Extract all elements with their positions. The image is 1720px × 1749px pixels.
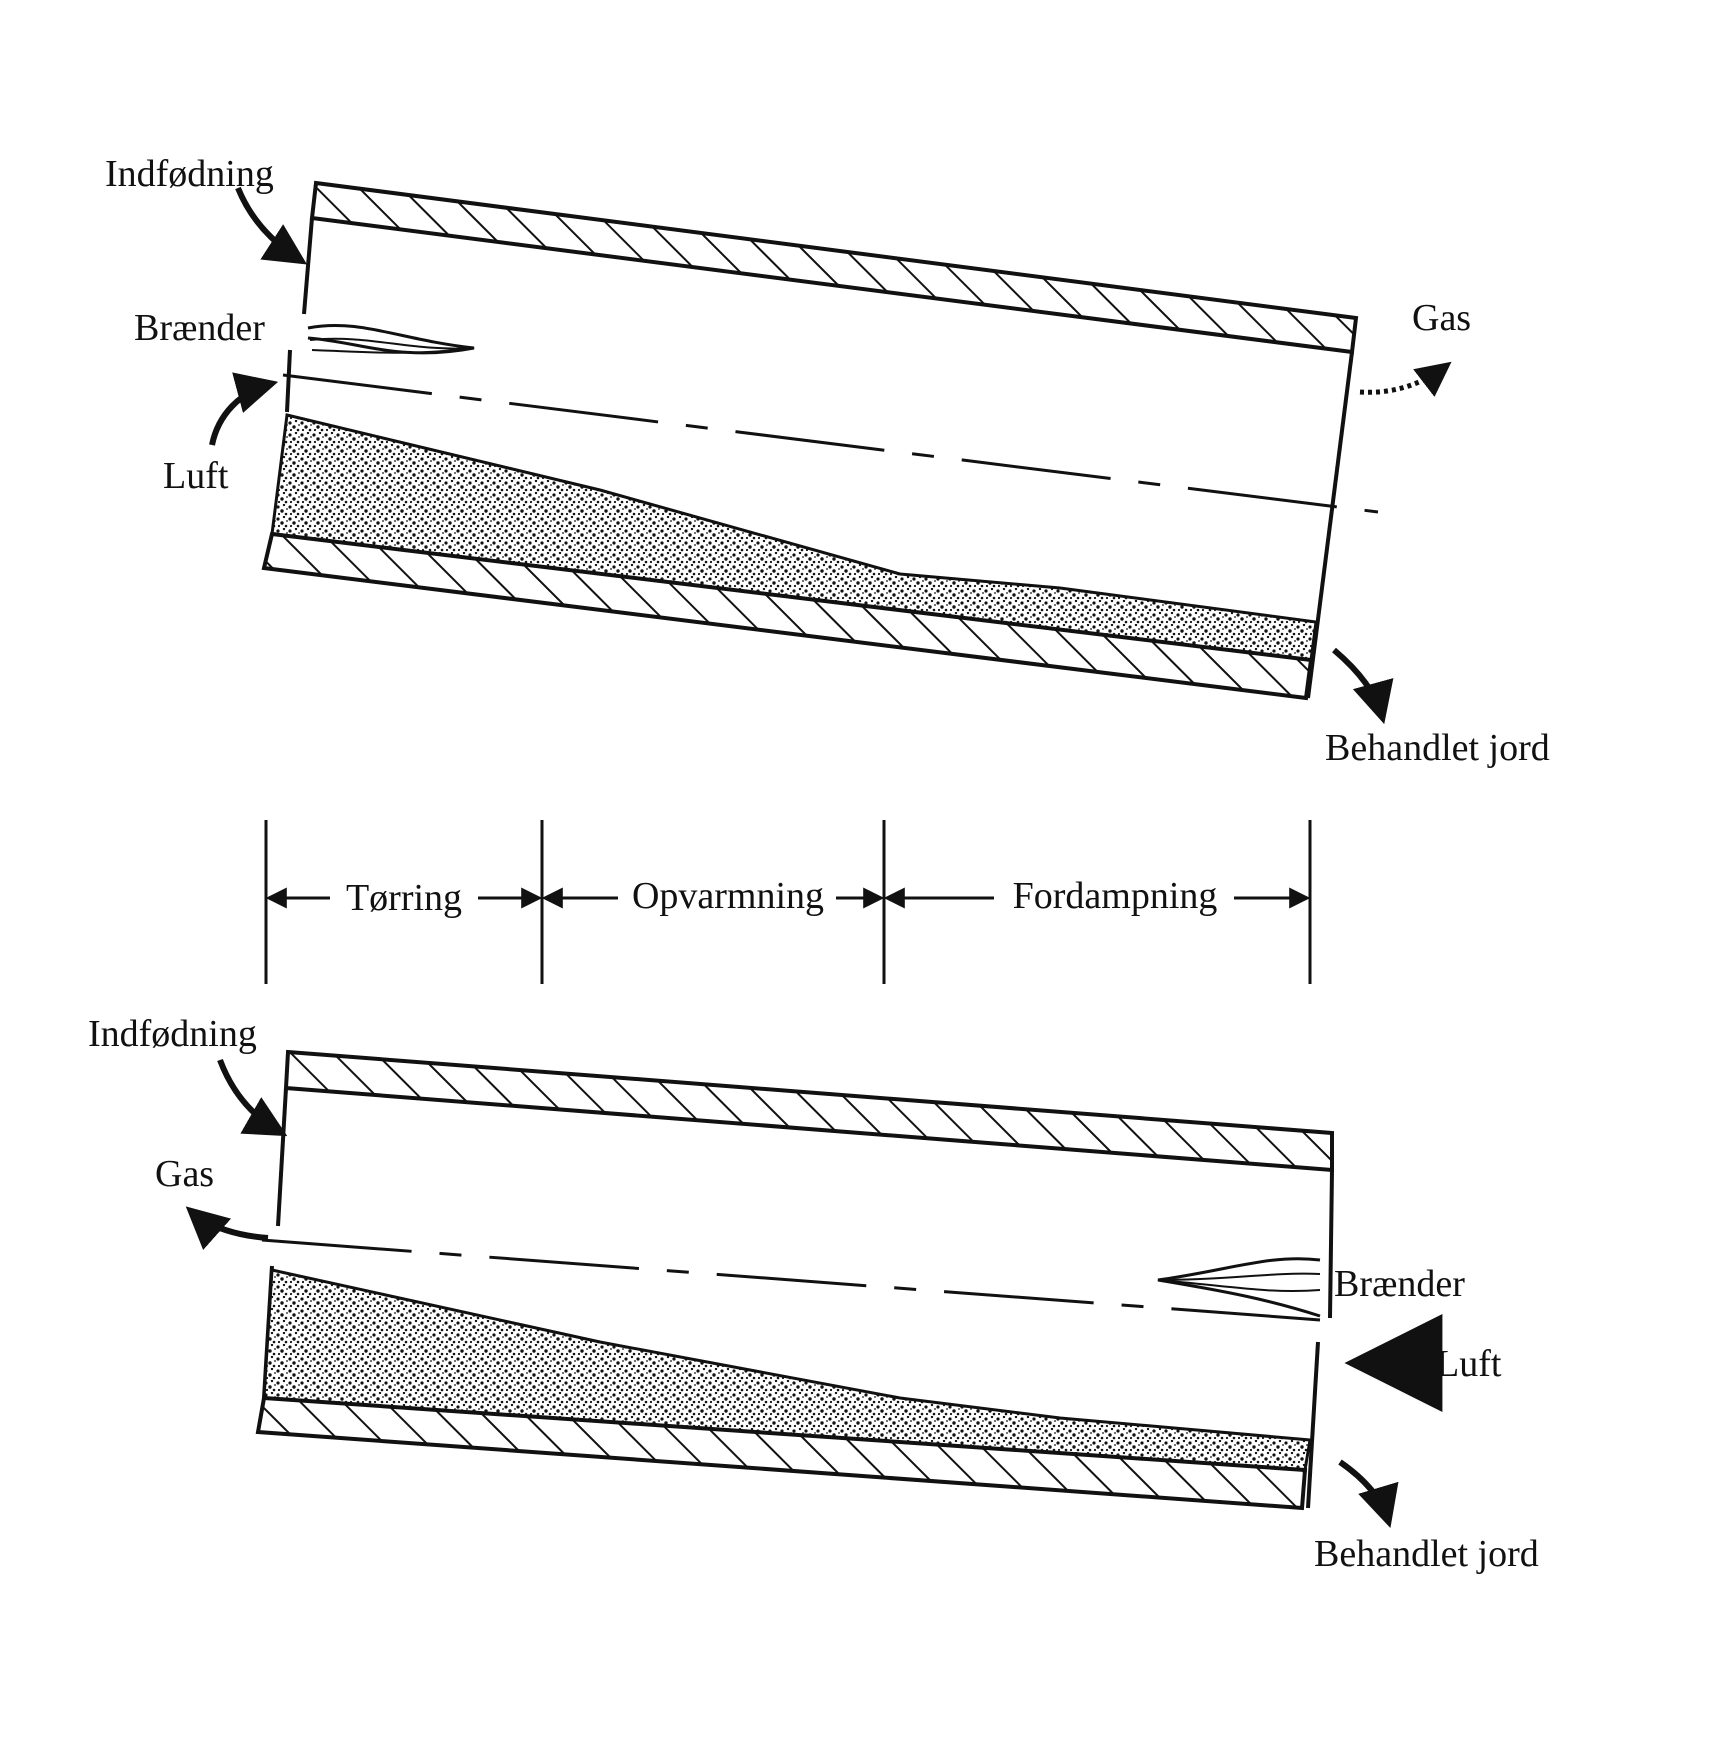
bottom-burner-label: Brænder — [1334, 1263, 1465, 1305]
top-kiln-upper-wall — [309, 180, 1359, 355]
top-feed-arrow — [235, 186, 308, 265]
top-treated-label: Behandlet jord — [1325, 727, 1550, 769]
bottom-gas-arrow — [185, 1206, 269, 1251]
zone-heating-label: Opvarmning — [632, 875, 824, 917]
bottom-treated-label: Behandlet jord — [1314, 1533, 1539, 1575]
top-burner-label: Brænder — [134, 307, 265, 349]
top-treated-arrow — [1332, 647, 1394, 725]
bottom-feed-arrow — [217, 1058, 288, 1137]
bottom-kiln-lower-wall — [255, 1395, 1308, 1511]
bottom-kiln: Indfødning Gas Brænder Luft Behandlet jo… — [88, 1013, 1539, 1575]
bottom-kiln-outlet-edge — [1328, 1169, 1334, 1319]
top-kiln-outlet-edge — [1306, 351, 1354, 699]
bottom-kiln-axis — [261, 1238, 1321, 1322]
bottom-burner-flame — [1157, 1257, 1321, 1318]
bottom-air-label: Luft — [1436, 1343, 1502, 1385]
top-gas-label: Gas — [1412, 297, 1471, 339]
bottom-kiln-upper-wall — [283, 1049, 1334, 1173]
top-kiln: Indfødning Brænder Luft Gas Behandlet jo… — [105, 153, 1550, 769]
top-kiln-lower-wall — [261, 531, 1314, 701]
top-air-label: Luft — [163, 455, 229, 497]
top-kiln-inlet-edge — [302, 217, 314, 315]
bottom-feed-label: Indfødning — [88, 1013, 257, 1055]
zone-ruler: Tørring Opvarmning Fordampning — [264, 820, 1312, 984]
bottom-gas-label: Gas — [155, 1153, 214, 1195]
top-air-arrow — [209, 372, 279, 446]
top-feed-label: Indfødning — [105, 153, 274, 195]
bottom-treated-arrow — [1338, 1459, 1399, 1529]
zone-evaporation-label: Fordampning — [1013, 875, 1218, 917]
top-kiln-axis — [282, 373, 1379, 514]
bottom-kiln-inlet-edge — [276, 1087, 288, 1227]
zone-drying-label: Tørring — [346, 877, 462, 919]
top-gas-arrow — [1359, 361, 1452, 397]
top-burner-flame — [307, 324, 475, 355]
